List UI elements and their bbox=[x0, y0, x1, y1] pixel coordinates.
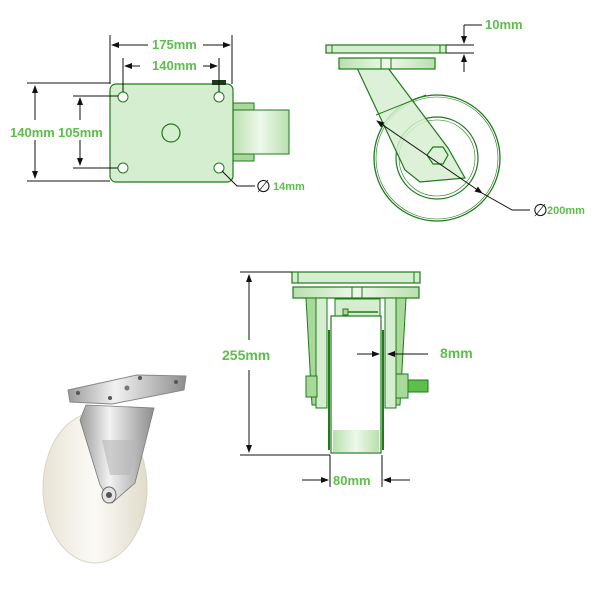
swivel-ring bbox=[338, 57, 436, 70]
fork-leg-right bbox=[384, 297, 397, 409]
bolt-hole bbox=[213, 162, 225, 174]
fork-thickness-label: 8mm bbox=[440, 345, 473, 361]
kingpin-hole bbox=[161, 123, 181, 143]
plate-width-label: 175mm bbox=[152, 37, 197, 52]
hole-diameter-label: 14mm bbox=[273, 181, 305, 193]
swivel-caster-photo bbox=[42, 374, 187, 564]
brake-housing bbox=[334, 298, 381, 318]
wheel-width-label: 80mm bbox=[333, 473, 371, 488]
axle-bolt-head bbox=[305, 375, 318, 398]
hole-spacing-x-label: 140mm bbox=[152, 58, 197, 73]
hole-spacing-y-label: 105mm bbox=[58, 125, 103, 140]
axle-nut-front bbox=[395, 373, 409, 399]
plate-length-label: 140mm bbox=[10, 125, 55, 140]
swivel-ring-front bbox=[292, 286, 420, 299]
plate-thickness-label: 10mm bbox=[485, 17, 523, 32]
diameter-symbol-icon: ∅ bbox=[256, 177, 271, 196]
top-plate bbox=[325, 44, 447, 54]
wheel-diameter-label: 200mm bbox=[547, 205, 585, 217]
diameter-symbol-icon: ∅ bbox=[533, 201, 548, 220]
mounting-plate bbox=[109, 83, 234, 183]
axle-thread bbox=[407, 379, 429, 393]
top-plate-front bbox=[291, 271, 421, 284]
fork-leg-left bbox=[315, 297, 328, 409]
side-view: 10mm ∅ 200mm bbox=[325, 17, 585, 222]
bolt-hole bbox=[117, 162, 129, 174]
bolt-hole bbox=[117, 91, 129, 103]
bolt-hole bbox=[213, 91, 225, 103]
wheel-top-view bbox=[231, 109, 290, 155]
front-view: 255mm 8mm 80mm bbox=[222, 271, 473, 488]
top-view: 175mm 140mm 140mm 105mm ∅ 14mm bbox=[10, 35, 305, 196]
overall-height-label: 255mm bbox=[222, 347, 270, 363]
